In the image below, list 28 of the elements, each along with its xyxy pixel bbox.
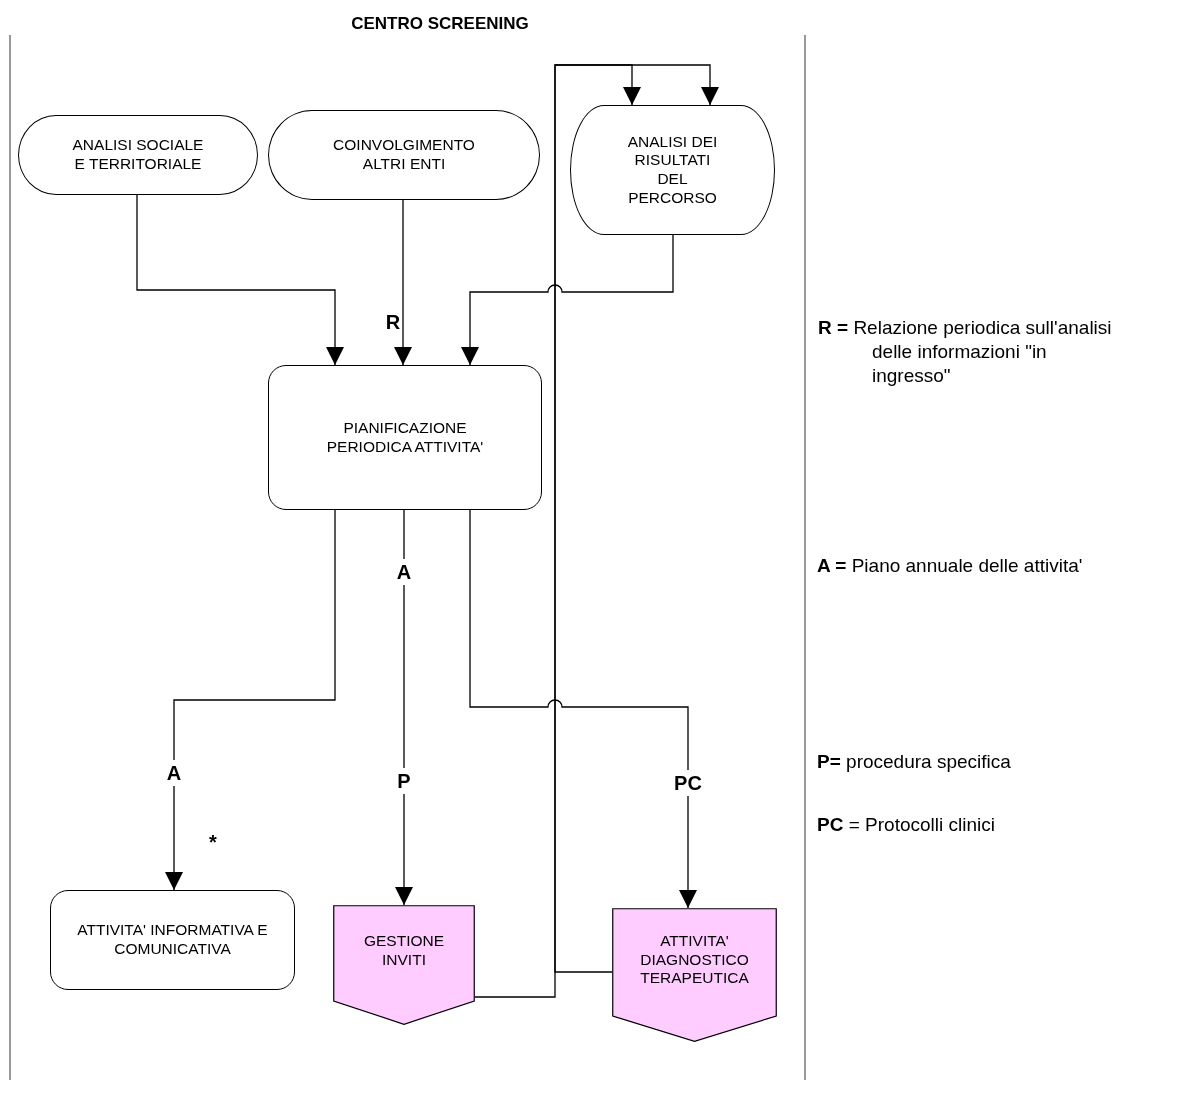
process-box xyxy=(50,890,295,990)
node-text: ATTIVITA' DIAGNOSTICO TERAPEUTICA xyxy=(639,932,750,988)
legend-note: PC = Protocolli clinici xyxy=(817,813,996,837)
node-text: GESTIONE INVITI xyxy=(362,932,446,970)
legend-note: A = Piano annuale delle attivita' xyxy=(817,554,1084,578)
connector-arrow xyxy=(395,509,413,906)
connector-arrow xyxy=(394,199,412,366)
node-text: ANALISI SOCIALE E TERRITORIALE xyxy=(71,136,205,174)
legend-note: R = Relazione periodica sull'analisi delle informazioni "in ingresso" xyxy=(818,316,1113,388)
legend-note: P= procedura specifica xyxy=(817,750,1012,774)
edge-label: PC xyxy=(672,770,704,796)
connector-arrow xyxy=(461,234,674,366)
node-text: PIANIFICAZIONE PERIODICA ATTIVITA' xyxy=(325,418,485,457)
connector-arrow xyxy=(554,64,719,973)
process-box xyxy=(268,365,542,510)
node-text: ANALISI DEI RISULTATI DEL PERCORSO xyxy=(626,132,719,208)
edge-label: A xyxy=(394,559,414,585)
line-label: P xyxy=(395,768,413,794)
node-text: ATTIVITA' INFORMATIVA E COMUNICATIVA xyxy=(76,921,269,959)
connector-arrow xyxy=(165,509,336,891)
offpage-connector-shape xyxy=(612,908,777,1042)
node-text: COINVOLGIMENTO ALTRI ENTI xyxy=(332,136,476,174)
connector-arrow xyxy=(469,509,697,909)
connector-arrow xyxy=(136,194,344,366)
edge-label: A xyxy=(164,760,184,786)
connector-arrow xyxy=(474,64,641,998)
diagram-title: CENTRO SCREENING xyxy=(350,14,530,34)
offpage-connector-shape xyxy=(333,905,475,1025)
